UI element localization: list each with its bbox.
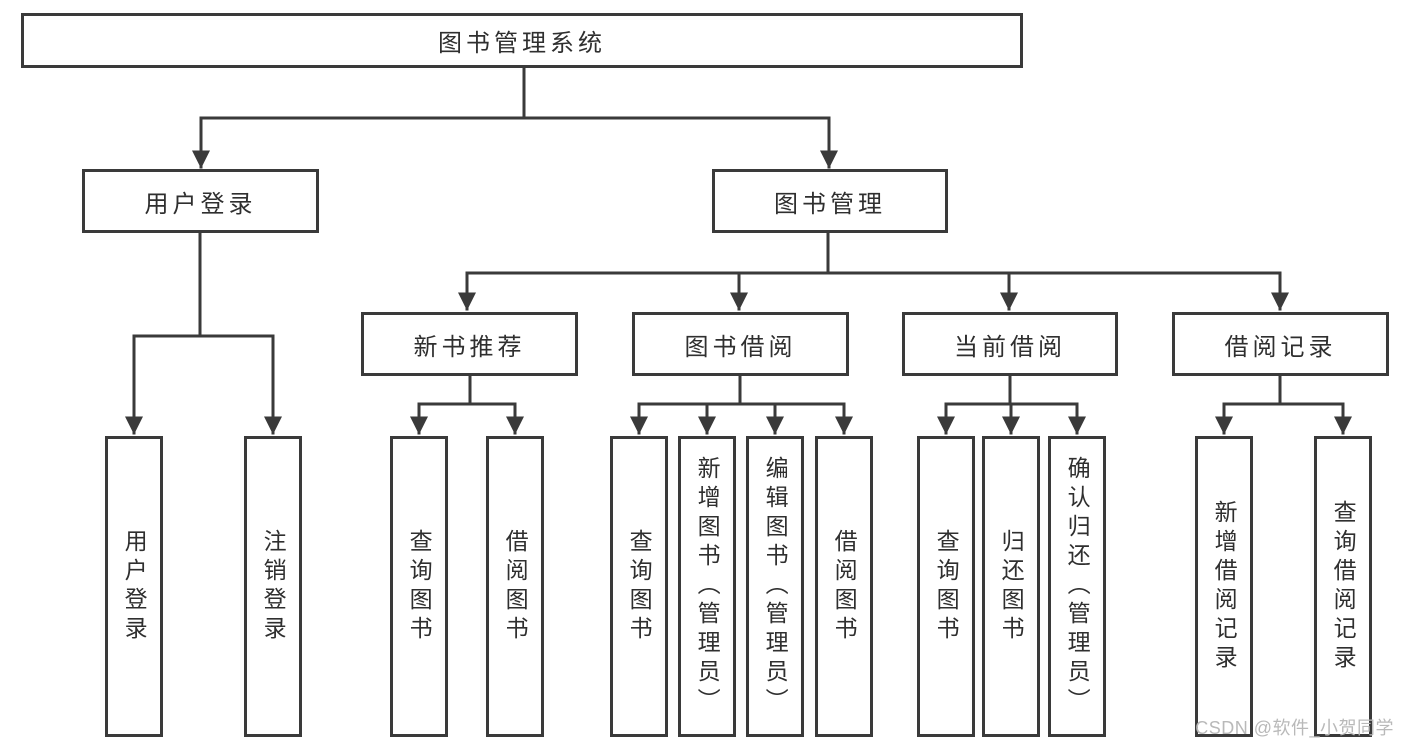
leaf-label: 用户登录 xyxy=(121,528,148,645)
leaf-bb-add-books-admin: 新增图书（管理员） xyxy=(678,436,736,737)
node-current-borrow: 当前借阅 xyxy=(902,312,1118,376)
node-label: 借阅记录 xyxy=(1224,333,1337,361)
node-label: 图书管理系统 xyxy=(438,30,606,57)
node-root-library-system: 图书管理系统 xyxy=(21,13,1023,68)
node-label: 图书管理 xyxy=(774,190,886,218)
node-book-management-branch: 图书管理 xyxy=(712,169,948,233)
leaf-bb-edit-books-admin: 编辑图书（管理员） xyxy=(746,436,804,737)
leaf-label: 编辑图书（管理员） xyxy=(762,456,789,717)
node-label: 新书推荐 xyxy=(413,333,526,361)
leaf-label: 查询借阅记录 xyxy=(1330,499,1357,674)
leaf-label: 借阅图书 xyxy=(502,528,529,645)
node-label: 用户登录 xyxy=(144,190,257,218)
leaf-cb-confirm-return-admin: 确认归还（管理员） xyxy=(1048,436,1106,737)
csdn-watermark: CSDN @软件_小贺同学 xyxy=(1195,718,1394,738)
leaf-br-add-record: 新增借阅记录 xyxy=(1195,436,1253,737)
leaf-nbr-borrow-books: 借阅图书 xyxy=(486,436,544,737)
node-book-borrow: 图书借阅 xyxy=(632,312,849,376)
leaf-label: 确认归还（管理员） xyxy=(1064,456,1091,717)
leaf-label: 新增借阅记录 xyxy=(1211,499,1238,674)
leaf-label: 注销登录 xyxy=(260,528,287,645)
node-borrow-records: 借阅记录 xyxy=(1172,312,1389,376)
leaf-label: 查询图书 xyxy=(406,528,433,645)
leaf-bb-borrow-books: 借阅图书 xyxy=(815,436,873,737)
leaf-nbr-query-books: 查询图书 xyxy=(390,436,448,737)
node-label: 当前借阅 xyxy=(954,333,1066,361)
leaf-br-query-record: 查询借阅记录 xyxy=(1314,436,1372,737)
leaf-label: 新增图书（管理员） xyxy=(694,456,721,717)
leaf-label: 查询图书 xyxy=(626,528,653,645)
node-new-book-recommend: 新书推荐 xyxy=(361,312,578,376)
leaf-bb-query-books: 查询图书 xyxy=(610,436,668,737)
leaf-cb-query-books: 查询图书 xyxy=(917,436,975,737)
leaf-cb-return-books: 归还图书 xyxy=(982,436,1040,737)
node-user-login-branch: 用户登录 xyxy=(82,169,319,233)
leaf-logout: 注销登录 xyxy=(244,436,302,737)
node-label: 图书借阅 xyxy=(684,333,797,361)
leaf-label: 查询图书 xyxy=(933,528,960,645)
leaf-label: 归还图书 xyxy=(998,528,1025,645)
leaf-user-login: 用户登录 xyxy=(105,436,163,737)
leaf-label: 借阅图书 xyxy=(831,528,858,645)
